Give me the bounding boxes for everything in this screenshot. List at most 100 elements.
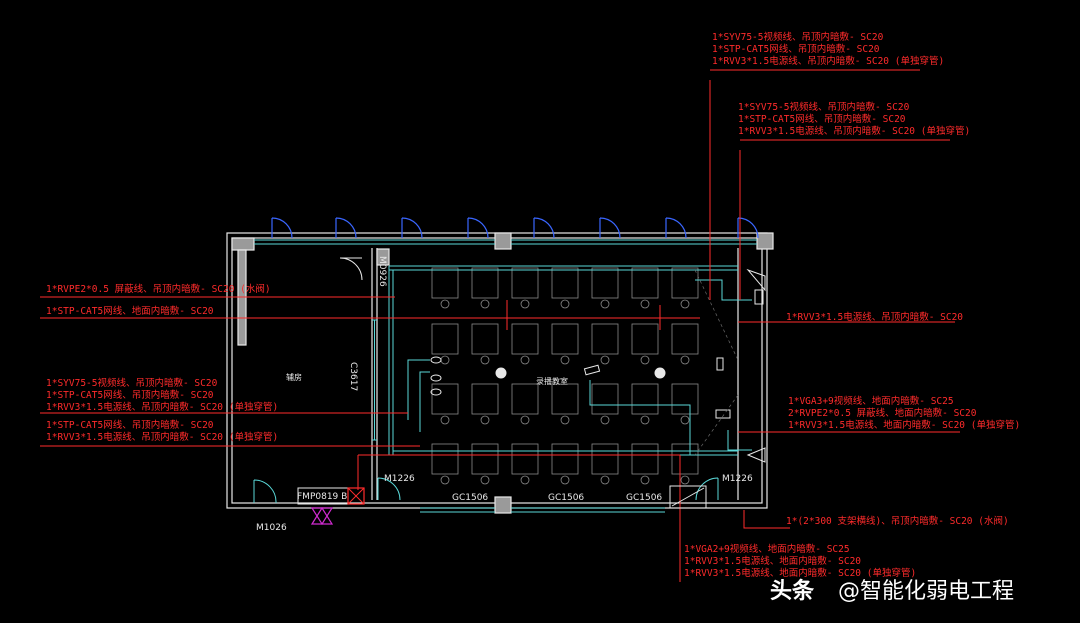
desk: [551, 383, 579, 415]
chair: [480, 299, 490, 309]
chair: [520, 415, 530, 425]
watermark: 头条 @智能化弱电工程: [770, 578, 1014, 604]
room-label-auxiliary: 辅房: [286, 372, 302, 382]
door-label-m1226-left: M1226: [384, 474, 415, 484]
annotation-text: 1*RVV3*1.5电源线、地面内暗敷- SC20: [684, 555, 861, 567]
desk: [471, 323, 499, 355]
leader-lines: [40, 69, 960, 582]
chair: [440, 299, 450, 309]
desk: [431, 383, 459, 415]
annotation-right3: 1*(2*300 支架横线)、吊顶内暗敷- SC20 (水阀): [786, 515, 1009, 527]
chair: [480, 475, 490, 485]
desk: [671, 267, 699, 299]
annotation-text: 1*STP-CAT5网线、吊顶内暗敷- SC20: [46, 419, 214, 431]
desk: [511, 323, 539, 355]
chair: [680, 299, 690, 309]
chair: [640, 475, 650, 485]
annotation-text: 1*RVV3*1.5电源线、吊顶内暗敷- SC20 (单独穿管): [46, 401, 278, 413]
chair: [480, 355, 490, 365]
watermark-user: @智能化弱电工程: [838, 579, 1014, 604]
window-label-gc2: GC1506: [548, 493, 584, 503]
desk: [671, 383, 699, 415]
chair: [680, 415, 690, 425]
desk: [591, 443, 619, 475]
ceiling-cable-tray: [388, 265, 752, 456]
chair: [680, 475, 690, 485]
chair: [520, 355, 530, 365]
chair: [480, 415, 490, 425]
annotation-right1: 1*RVV3*1.5电源线、吊顶内暗敷- SC20: [786, 311, 963, 323]
annotation-bottom: 1*VGA2+9视频线、地面内暗敷- SC25 1*RVV3*1.5电源线、地面…: [684, 543, 916, 579]
door-label-m1226-right: M1226: [722, 474, 753, 484]
chair: [560, 475, 570, 485]
chair: [560, 355, 570, 365]
chair: [600, 299, 610, 309]
desk: [471, 443, 499, 475]
annotation-text: 1*RVV3*1.5电源线、吊顶内暗敷- SC20 (单独穿管): [46, 431, 278, 443]
annotation-text: 1*VGA3+9视频线、地面内暗敷- SC25: [788, 395, 954, 407]
desk: [591, 383, 619, 415]
annotation-right2: 1*VGA3+9视频线、地面内暗敷- SC25 2*RVPE2*0.5 屏蔽线、…: [788, 395, 1020, 431]
desk: [631, 323, 659, 355]
annotation-text: 1*STP-CAT5网线、吊顶内暗敷- SC20: [712, 43, 880, 55]
desk: [631, 443, 659, 475]
room-label-recording: 录播教室: [536, 376, 568, 386]
desk: [431, 267, 459, 299]
desk: [511, 443, 539, 475]
annotation-text: 1*SYV75-5视频线、吊顶内暗敷- SC20: [738, 101, 910, 113]
desk: [551, 267, 579, 299]
annotation-left1: 1*RVPE2*0.5 屏蔽线、吊顶内暗敷- SC20 (水阀): [46, 283, 271, 295]
annotation-top2: 1*SYV75-5视频线、吊顶内暗敷- SC20 1*STP-CAT5网线、吊顶…: [738, 101, 970, 137]
chair: [680, 355, 690, 365]
chair: [640, 299, 650, 309]
chair: [440, 415, 450, 425]
desk: [551, 323, 579, 355]
door-label-m0926: M0926: [377, 256, 387, 287]
annotation-text: 1*STP-CAT5网线、吊顶内暗敷- SC20: [738, 113, 906, 125]
annotation-text: 1*SYV75-5视频线、吊顶内暗敷- SC20: [712, 31, 884, 43]
desk: [631, 383, 659, 415]
cable-routes: [357, 80, 790, 548]
chair: [600, 415, 610, 425]
annotation-text: 1*RVV3*1.5电源线、吊顶内暗敷- SC20 (单独穿管): [712, 55, 944, 67]
top-windows: [271, 217, 759, 239]
door-label-fire: FMP0819 B: [297, 492, 347, 502]
annotation-top1: 1*SYV75-5视频线、吊顶内暗敷- SC20 1*STP-CAT5网线、吊顶…: [712, 31, 944, 67]
annotation-text: 1*RVV3*1.5电源线、地面内暗敷- SC20 (单独穿管): [788, 419, 1020, 431]
chair: [520, 299, 530, 309]
chair: [640, 355, 650, 365]
window-label-c3617: C3617: [348, 362, 358, 391]
chair: [440, 475, 450, 485]
annotation-text: 2*RVPE2*0.5 屏蔽线、地面内暗敷- SC20: [788, 407, 977, 419]
chair: [560, 415, 570, 425]
guide-lines: [694, 269, 739, 456]
desk: [551, 443, 579, 475]
desk: [511, 267, 539, 299]
doors: [253, 257, 766, 504]
annotation-text: 1*SYV75-5视频线、吊顶内暗敷- SC20: [46, 377, 218, 389]
desk: [591, 323, 619, 355]
annotation-text: 1*RVV3*1.5电源线、地面内暗敷- SC20 (单独穿管): [684, 567, 916, 579]
bottom-windows: [372, 319, 665, 513]
door-label-m1026: M1026: [256, 523, 287, 533]
chair: [600, 475, 610, 485]
devices: [430, 289, 764, 509]
window-label-gc1: GC1506: [452, 493, 488, 503]
chair: [440, 355, 450, 365]
desk: [471, 267, 499, 299]
annotation-left3: 1*SYV75-5视频线、吊顶内暗敷- SC20 1*STP-CAT5网线、吊顶…: [46, 377, 278, 443]
annotation-text: 1*VGA2+9视频线、地面内暗敷- SC25: [684, 543, 850, 555]
fire-door-block: [297, 487, 365, 526]
desk: [471, 383, 499, 415]
desk: [591, 267, 619, 299]
watermark-brand: 头条: [770, 578, 815, 604]
window-label-gc3: GC1506: [626, 493, 662, 503]
desk: [671, 323, 699, 355]
annotation-text: 1*STP-CAT5网线、吊顶内暗敷- SC20: [46, 389, 214, 401]
annotation-text: 1*RVV3*1.5电源线、吊顶内暗敷- SC20 (单独穿管): [738, 125, 970, 137]
desk: [431, 443, 459, 475]
top-window-frames: [254, 239, 757, 245]
chair: [520, 475, 530, 485]
desk: [511, 383, 539, 415]
